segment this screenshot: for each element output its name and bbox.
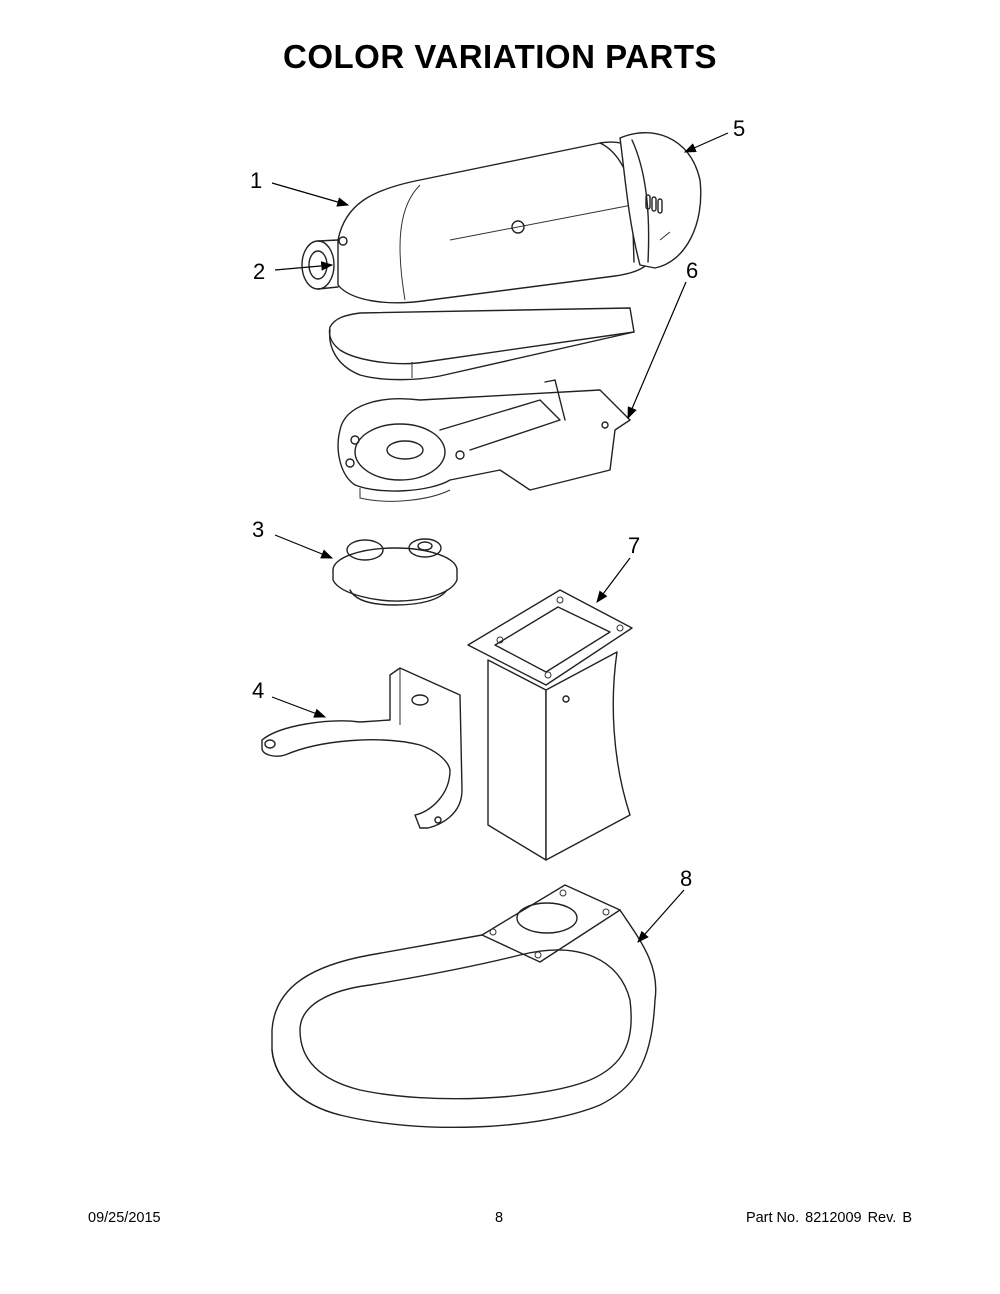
leader-2 bbox=[274, 261, 334, 271]
part-number: 8212009 bbox=[805, 1210, 862, 1226]
footer-page-number: 8 bbox=[495, 1210, 504, 1226]
callout-4: 4 bbox=[252, 678, 264, 703]
leader-3 bbox=[274, 534, 334, 559]
leader-1 bbox=[271, 182, 350, 207]
callout-2: 2 bbox=[253, 259, 265, 284]
footer-date: 09/25/2015 bbox=[88, 1210, 161, 1226]
part-2-trim-band bbox=[328, 307, 635, 381]
part-5-rear-cover bbox=[619, 132, 702, 269]
part-3-planetary-seal bbox=[332, 538, 458, 606]
rev-value: B bbox=[902, 1210, 912, 1226]
leader-7 bbox=[596, 557, 631, 603]
part-label: Part No. bbox=[745, 1210, 800, 1226]
callout-1: 1 bbox=[250, 168, 262, 193]
part-8-base bbox=[271, 884, 657, 1129]
leader-4 bbox=[271, 696, 327, 718]
callout-7: 7 bbox=[628, 533, 640, 558]
part-4-band-clamp bbox=[261, 667, 463, 829]
leader-5 bbox=[683, 132, 729, 153]
page-title: COLOR VARIATION PARTS bbox=[283, 38, 717, 75]
part-7-pedestal-column bbox=[467, 589, 633, 861]
callout-3: 3 bbox=[252, 517, 264, 542]
part-1-motor-housing bbox=[301, 141, 656, 304]
callout-5: 5 bbox=[733, 116, 745, 141]
callout-8: 8 bbox=[680, 866, 692, 891]
footer-part-info: Part No. 8212009 Rev. B bbox=[740, 1210, 912, 1226]
rev-label: Rev. bbox=[867, 1210, 897, 1226]
callout-6: 6 bbox=[686, 258, 698, 283]
part-6-gear-housing bbox=[337, 379, 631, 502]
leader-8 bbox=[637, 889, 685, 943]
callout-leaders bbox=[271, 132, 729, 943]
leader-6 bbox=[627, 281, 687, 420]
